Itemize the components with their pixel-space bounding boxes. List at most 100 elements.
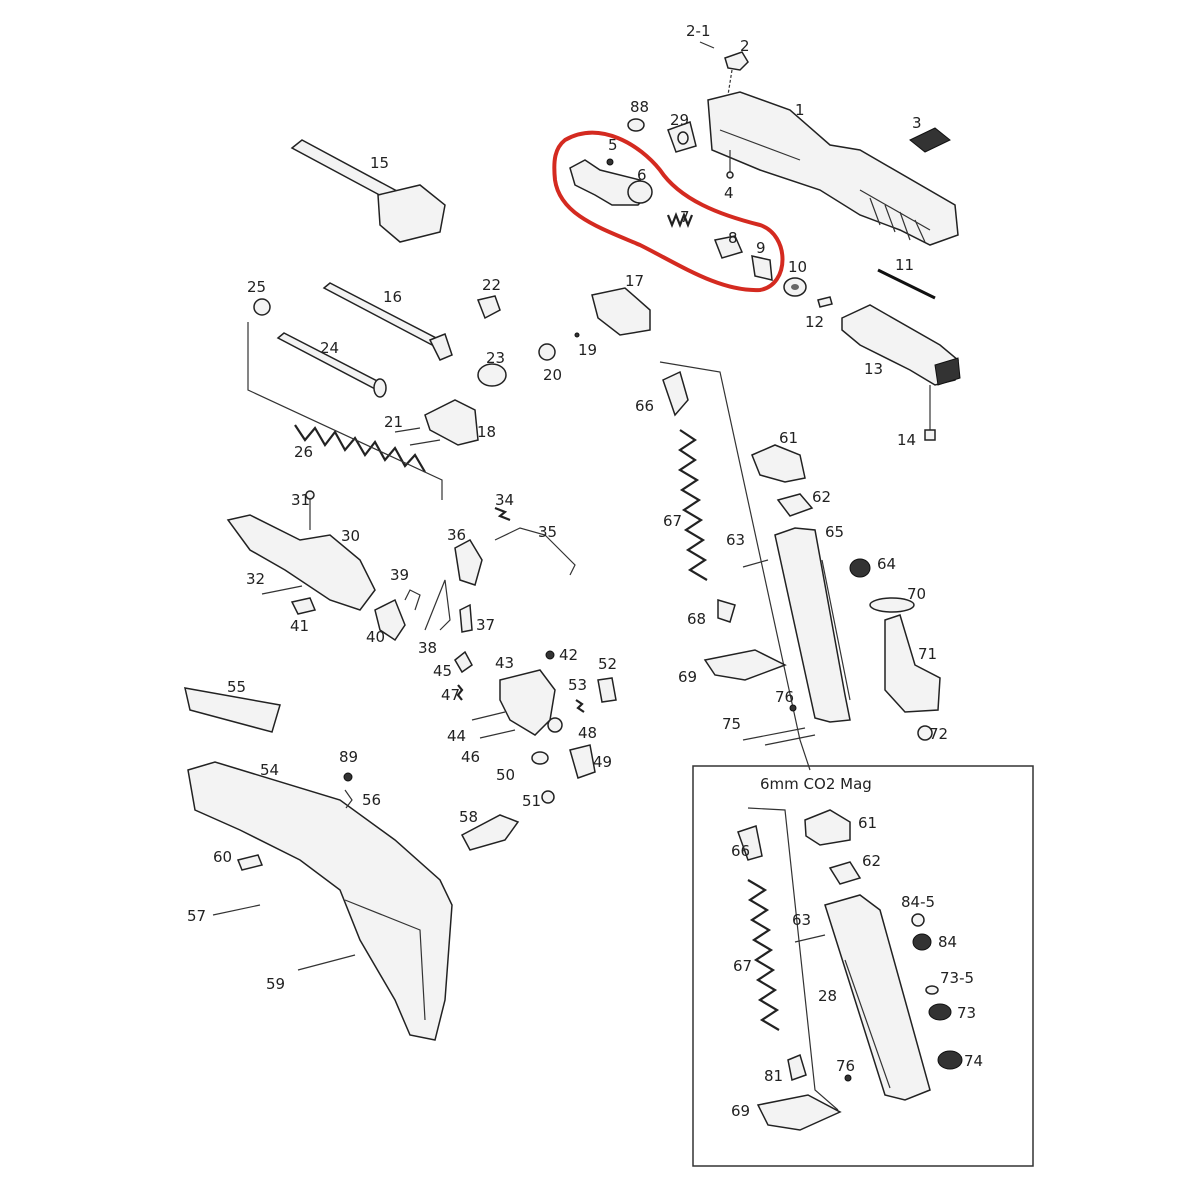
label-88: 88: [630, 98, 649, 116]
inset-label-69: 69: [731, 1102, 750, 1120]
label-6: 6: [637, 166, 647, 184]
label-10: 10: [788, 258, 807, 276]
label-53: 53: [568, 676, 587, 694]
label-3: 3: [912, 114, 922, 132]
label-40: 40: [366, 628, 385, 646]
label-19: 19: [578, 341, 597, 359]
label-36: 36: [447, 526, 466, 544]
label-9: 9: [756, 239, 766, 257]
label-51: 51: [522, 792, 541, 810]
label-5: 5: [608, 136, 618, 154]
label-41: 41: [290, 617, 309, 635]
label-18: 18: [477, 423, 496, 441]
label-25: 25: [247, 278, 266, 296]
label-26: 26: [294, 443, 313, 461]
label-29: 29: [670, 111, 689, 129]
label-23: 23: [486, 349, 505, 367]
label-8: 8: [728, 229, 738, 247]
inset-label-66: 66: [731, 842, 750, 860]
label-67: 67: [663, 512, 682, 530]
inset-label-84: 84: [938, 933, 957, 951]
label-60: 60: [213, 848, 232, 866]
label-14: 14: [897, 431, 916, 449]
label-34: 34: [495, 491, 514, 509]
label-31: 31: [291, 491, 310, 509]
label-12: 12: [805, 313, 824, 331]
frame-assembly: [184, 687, 520, 1041]
co2-mag-inset: [692, 765, 1034, 1167]
label-54: 54: [260, 761, 279, 779]
label-2: 2: [740, 37, 750, 55]
inset-label-73-5: 73-5: [940, 969, 974, 987]
label-89: 89: [339, 748, 358, 766]
inset-label-73: 73: [957, 1004, 976, 1022]
sear-housing-assembly: [454, 650, 617, 804]
label-63: 63: [726, 531, 745, 549]
part-number-labels: 2-1 2 1 88 29 3 5 6 4 7 8 9 10 11 12 13 …: [187, 22, 948, 993]
label-32: 32: [246, 570, 265, 588]
inset-label-28: 28: [818, 987, 837, 1005]
label-69: 69: [678, 668, 697, 686]
label-65: 65: [825, 523, 844, 541]
label-1: 1: [795, 101, 805, 119]
label-35: 35: [538, 523, 557, 541]
label-57: 57: [187, 907, 206, 925]
label-72: 72: [929, 725, 948, 743]
label-68: 68: [687, 610, 706, 628]
inset-label-63: 63: [792, 911, 811, 929]
label-15: 15: [370, 154, 389, 172]
inset-label-84-5: 84-5: [901, 893, 935, 911]
label-11: 11: [895, 256, 914, 274]
label-20: 20: [543, 366, 562, 384]
label-76: 76: [775, 688, 794, 706]
label-47: 47: [441, 686, 460, 704]
inset-labels: 6mm CO2 Mag 61 66 62 84-5 63 84 67 73-5 …: [731, 775, 983, 1120]
label-17: 17: [625, 272, 644, 290]
label-59: 59: [266, 975, 285, 993]
label-56: 56: [362, 791, 381, 809]
label-38: 38: [418, 639, 437, 657]
fire-control-assembly: [226, 490, 576, 642]
label-61: 61: [779, 429, 798, 447]
label-2-1: 2-1: [686, 22, 711, 40]
highlight-outline: [552, 130, 785, 293]
label-7: 7: [680, 208, 690, 226]
label-13: 13: [864, 360, 883, 378]
label-46: 46: [461, 748, 480, 766]
label-66: 66: [635, 397, 654, 415]
label-42: 42: [559, 646, 578, 664]
label-4: 4: [724, 184, 734, 202]
label-75: 75: [722, 715, 741, 733]
label-62: 62: [812, 488, 831, 506]
inset-label-74: 74: [964, 1052, 983, 1070]
label-16: 16: [383, 288, 402, 306]
label-45: 45: [433, 662, 452, 680]
slide-assembly: [627, 41, 961, 441]
label-50: 50: [496, 766, 515, 784]
barrel-assembly: [247, 139, 651, 500]
label-37: 37: [476, 616, 495, 634]
inset-label-81: 81: [764, 1067, 783, 1085]
inset-label-62: 62: [862, 852, 881, 870]
label-30: 30: [341, 527, 360, 545]
label-55: 55: [227, 678, 246, 696]
label-22: 22: [482, 276, 501, 294]
inset-label-61: 61: [858, 814, 877, 832]
label-58: 58: [459, 808, 478, 826]
label-39: 39: [390, 566, 409, 584]
label-49: 49: [593, 753, 612, 771]
inset-label-76: 76: [836, 1057, 855, 1075]
inset-title: 6mm CO2 Mag: [760, 775, 872, 793]
magazine-assembly: [659, 361, 941, 771]
nozzle-parts-group: [569, 158, 773, 281]
label-64: 64: [877, 555, 896, 573]
label-24: 24: [320, 339, 339, 357]
label-52: 52: [598, 655, 617, 673]
label-70: 70: [907, 585, 926, 603]
inset-label-67: 67: [733, 957, 752, 975]
label-44: 44: [447, 727, 466, 745]
label-48: 48: [578, 724, 597, 742]
label-21: 21: [384, 413, 403, 431]
label-43: 43: [495, 654, 514, 672]
